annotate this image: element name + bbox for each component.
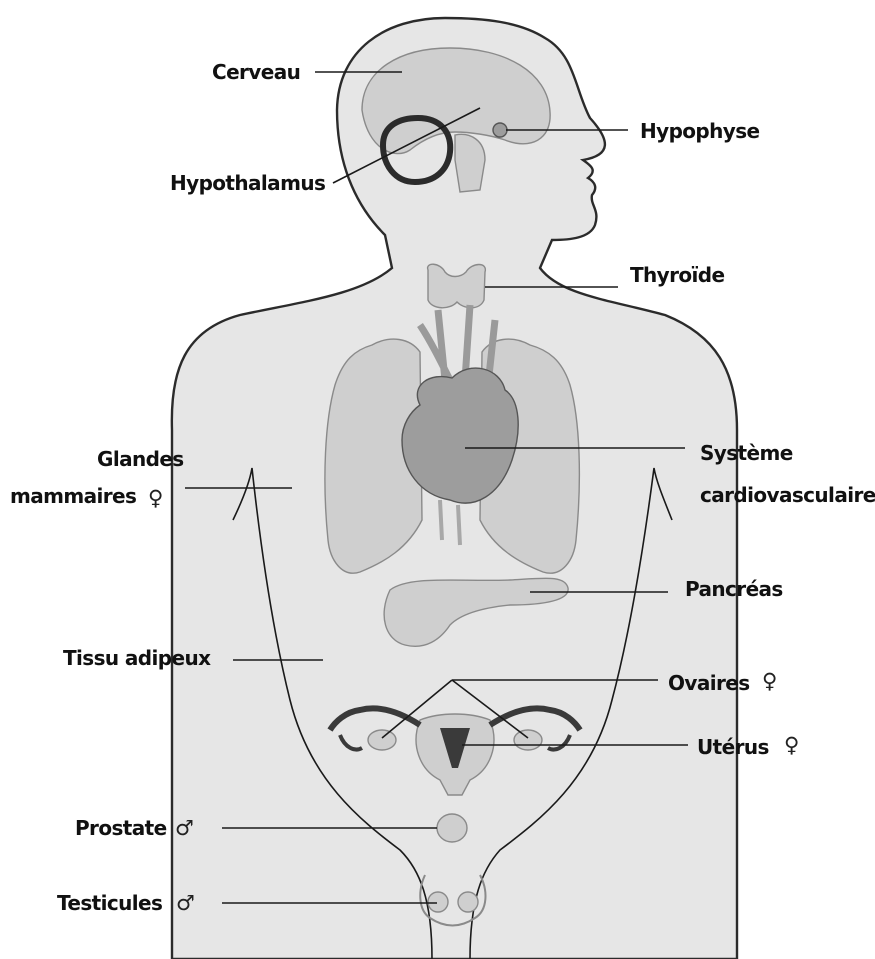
right-ovary	[514, 730, 542, 750]
label-cerveau: Cerveau	[212, 60, 300, 84]
label-prostate: Prostate	[75, 816, 167, 840]
label-systeme-line1: Système	[700, 441, 793, 465]
label-glandes-line1: Glandes	[97, 447, 184, 471]
label-pancreas: Pancréas	[685, 577, 783, 601]
male-symbol-icon: ♂	[176, 891, 195, 915]
label-uterus: Utérus	[697, 735, 769, 759]
label-hypophyse: Hypophyse	[640, 119, 760, 143]
label-testicules: Testicules	[57, 891, 162, 915]
female-symbol-icon: ♀	[762, 669, 777, 693]
label-thyroide: Thyroïde	[630, 263, 724, 287]
prostate-shape	[437, 814, 467, 842]
label-ovaires: Ovaires	[668, 671, 750, 695]
right-testicle	[458, 892, 478, 912]
label-tissu: Tissu adipeux	[63, 646, 211, 670]
female-symbol-icon: ♀	[148, 486, 163, 510]
pituitary-gland	[493, 123, 507, 137]
label-hypothalamus: Hypothalamus	[170, 171, 325, 195]
label-glandes-line2: mammaires	[10, 484, 136, 508]
heart-shape	[402, 368, 518, 503]
left-testicle	[428, 892, 448, 912]
brainstem	[455, 134, 485, 192]
male-symbol-icon: ♂	[175, 816, 194, 840]
female-symbol-icon: ♀	[784, 733, 799, 757]
label-systeme-line2: cardiovasculaire	[700, 483, 875, 507]
left-ovary	[368, 730, 396, 750]
